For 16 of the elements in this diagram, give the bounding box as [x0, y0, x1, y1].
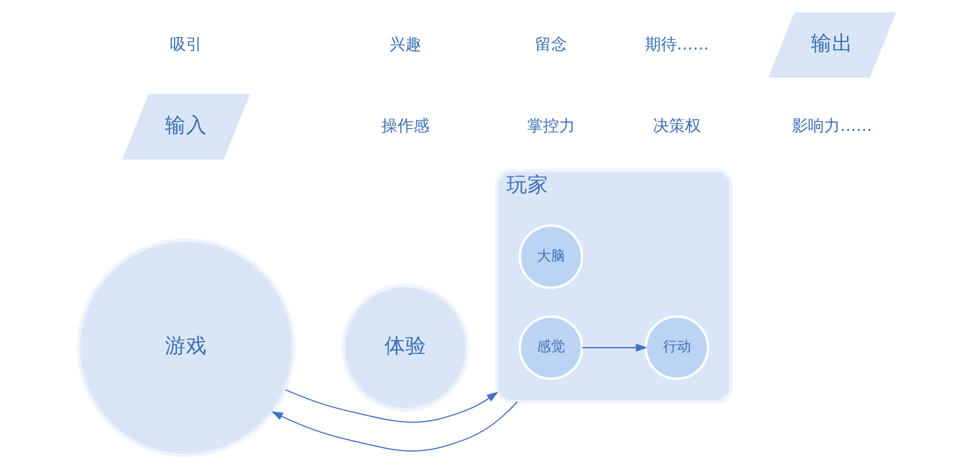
node-circle: 感觉	[518, 315, 583, 380]
label: 掌控力	[526, 116, 574, 135]
node-circle: 体验	[341, 284, 469, 412]
label: 吸引	[170, 34, 202, 54]
node-circle: 大脑	[518, 224, 583, 289]
arrow	[270, 401, 518, 452]
arrow	[284, 389, 498, 423]
label: 决策权	[652, 116, 700, 135]
node-circle: 行动	[644, 315, 709, 380]
label: 影响力……	[792, 116, 872, 135]
node-circle: 游戏	[76, 238, 295, 457]
label: 期待……	[644, 34, 708, 54]
label: 兴趣	[388, 34, 421, 54]
label: 留念	[534, 34, 566, 54]
arrow	[582, 344, 647, 352]
label: 操作感	[380, 116, 429, 135]
